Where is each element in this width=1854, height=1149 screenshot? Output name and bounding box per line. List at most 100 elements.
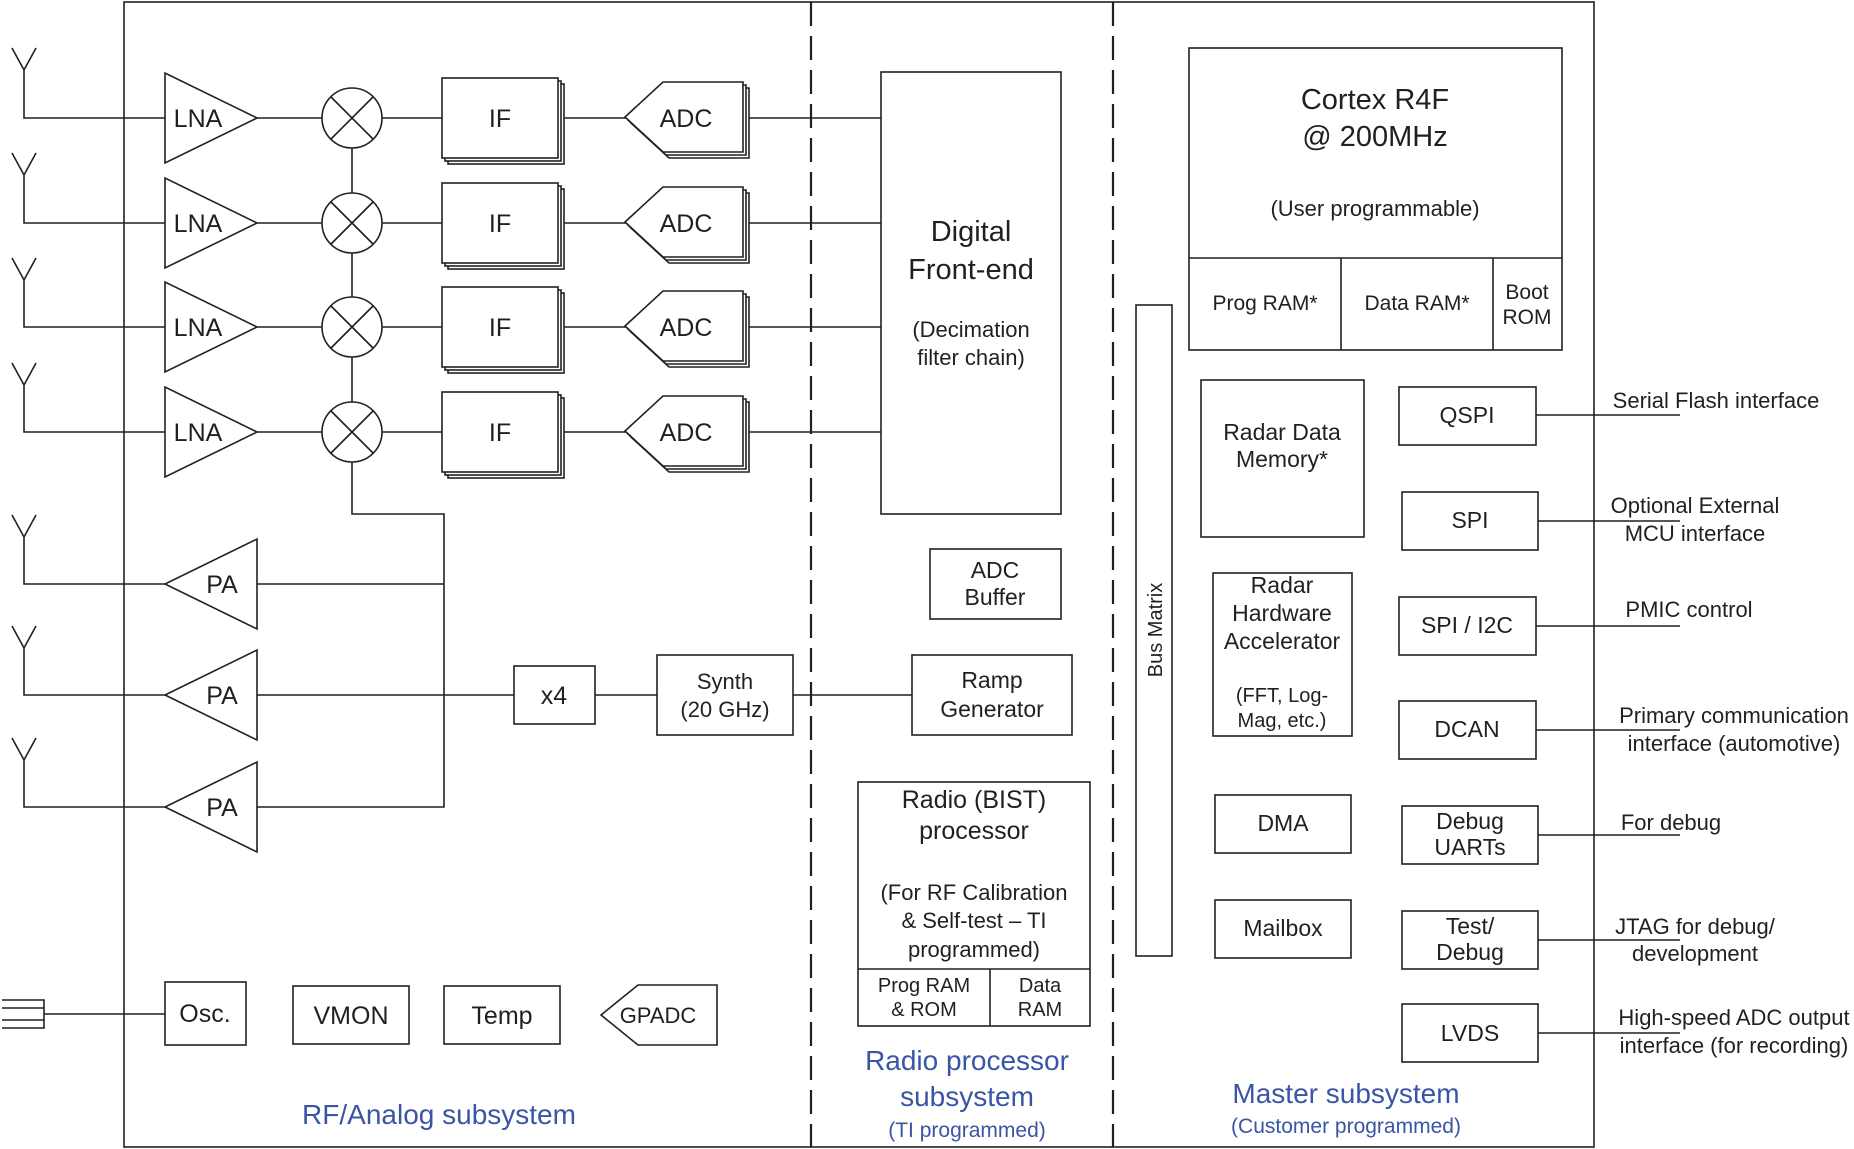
dfe-note-1: (Decimation [912, 317, 1029, 342]
prog-ram-label: Prog RAM* [1212, 292, 1317, 315]
master-subsystem-title: Master subsystem [1232, 1078, 1459, 1109]
if-label: IF [489, 314, 511, 342]
mailbox-block: Mailbox [1214, 899, 1352, 959]
spi-i2c-block: SPI / I2C [1398, 596, 1537, 656]
bist-prog-ram-1: Prog RAM [878, 975, 970, 997]
mailbox-label: Mailbox [1243, 915, 1323, 941]
vmon-block: VMON [292, 985, 410, 1045]
adc-block-3: ADC [623, 290, 750, 368]
pa-label: PA [206, 571, 238, 599]
if-label: IF [489, 105, 511, 133]
if-label: IF [489, 419, 511, 447]
ramp-label-2: Generator [940, 696, 1044, 722]
temp-block: Temp [443, 985, 561, 1045]
adc-label: ADC [660, 210, 713, 238]
pa-2: PA [163, 648, 258, 742]
cortex-title-2: @ 200MHz [1302, 121, 1447, 153]
gpadc-block: GPADC [599, 984, 718, 1046]
uart-interface-label: For debug [1621, 810, 1721, 835]
qspi-block: QSPI [1398, 386, 1537, 446]
lna-3: LNA [164, 280, 259, 374]
lna-2: LNA [164, 176, 259, 270]
boot-rom-label-1: Boot [1505, 281, 1548, 304]
cortex-note: (User programmable) [1270, 196, 1479, 221]
ramp-generator: Ramp Generator [911, 654, 1073, 736]
tx-antennas [11, 514, 165, 808]
digital-front-end: Digital Front-end (Decimation filter cha… [880, 71, 1062, 515]
bist-note-2: & Self-test – TI [901, 908, 1046, 933]
jtag-interface-label-1: JTAG for debug/ [1615, 914, 1776, 939]
lna-label: LNA [174, 419, 223, 447]
hwa-note-2: Mag, etc.) [1238, 710, 1327, 732]
bus-matrix: Bus Matrix [1135, 304, 1173, 957]
qspi-interface-label: Serial Flash interface [1613, 388, 1820, 413]
ramp-label-1: Ramp [961, 667, 1022, 693]
bist-note-1: (For RF Calibration [880, 880, 1067, 905]
adc-label: ADC [660, 419, 713, 447]
adc-block-1: ADC [623, 81, 750, 159]
pa-label: PA [206, 682, 238, 710]
cortex-r4f: Cortex R4F @ 200MHz (User programmable) … [1188, 47, 1563, 351]
crystal-icon [2, 999, 165, 1029]
qspi-label: QSPI [1440, 402, 1495, 428]
hwa-label-2: Hardware [1232, 600, 1332, 626]
spi-block: SPI [1401, 491, 1539, 551]
gpadc-label: GPADC [620, 1003, 697, 1028]
bist-data-ram-2: RAM [1018, 999, 1062, 1021]
lna-label: LNA [174, 210, 223, 238]
bist-title-2: processor [919, 817, 1029, 845]
lna-4: LNA [164, 385, 259, 479]
data-ram-label: Data RAM* [1364, 292, 1469, 315]
adc-dfe-links [749, 117, 881, 433]
adc-block-2: ADC [623, 186, 750, 264]
interface-lines [1536, 414, 1680, 1034]
bist-prog-ram-2: & ROM [891, 999, 957, 1021]
if-adc-links [564, 117, 626, 433]
chip-border [123, 1, 1595, 1148]
lna-1: LNA [164, 71, 259, 165]
jtag-interface-label-2: development [1632, 941, 1758, 966]
dcan-interface-label-2: interface (automotive) [1628, 731, 1841, 756]
if-block-4: IF [441, 391, 565, 479]
mixer-4 [321, 401, 383, 463]
hardware-accelerator: Radar Hardware Accelerator (FFT, Log- Ma… [1212, 572, 1353, 737]
radar-mem-label-1: Radar Data [1223, 419, 1341, 445]
vmon-label: VMON [314, 1002, 389, 1030]
bist-processor: Radio (BIST) processor (For RF Calibrati… [857, 781, 1091, 1027]
test-debug-label-2: Debug [1436, 939, 1504, 965]
if-label: IF [489, 210, 511, 238]
hwa-note-1: (FFT, Log- [1236, 685, 1328, 707]
if-block-1: IF [441, 77, 565, 165]
adc-buffer-label-1: ADC [971, 557, 1020, 583]
lvds-label: LVDS [1441, 1020, 1499, 1046]
synth-freq: (20 GHz) [680, 697, 769, 722]
debug-uarts-block: Debug UARTs [1401, 805, 1539, 865]
adc-buffer: ADC Buffer [929, 548, 1062, 620]
uarts-label-1: Debug [1436, 808, 1504, 834]
rx-links [257, 117, 514, 808]
pmic-interface-label: PMIC control [1625, 597, 1752, 622]
radio-subsystem-title-1: Radio processor [865, 1045, 1069, 1076]
dfe-title-1: Digital [931, 216, 1012, 248]
uarts-label-2: UARTs [1434, 834, 1505, 860]
dfe-title-2: Front-end [908, 254, 1034, 286]
if-block-2: IF [441, 182, 565, 270]
adc-label: ADC [660, 105, 713, 133]
osc-label: Osc. [179, 1000, 230, 1028]
test-debug-block: Test/ Debug [1401, 910, 1539, 970]
lvds-interface-label-1: High-speed ADC output [1618, 1005, 1849, 1030]
lvds-interface-label-2: interface (for recording) [1620, 1033, 1849, 1058]
osc-block: Osc. [164, 981, 247, 1046]
temp-label: Temp [471, 1002, 532, 1030]
dcan-interface-label-1: Primary communication [1619, 703, 1849, 728]
bist-title-1: Radio (BIST) [902, 786, 1046, 814]
dma-label: DMA [1257, 810, 1309, 836]
pa-3: PA [163, 760, 258, 854]
if-block-3: IF [441, 286, 565, 374]
pa-label: PA [206, 794, 238, 822]
radar-mem-label-2: Memory* [1236, 446, 1328, 472]
dcan-block: DCAN [1398, 700, 1537, 760]
dma-block: DMA [1214, 794, 1352, 854]
lvds-block: LVDS [1401, 1003, 1539, 1063]
